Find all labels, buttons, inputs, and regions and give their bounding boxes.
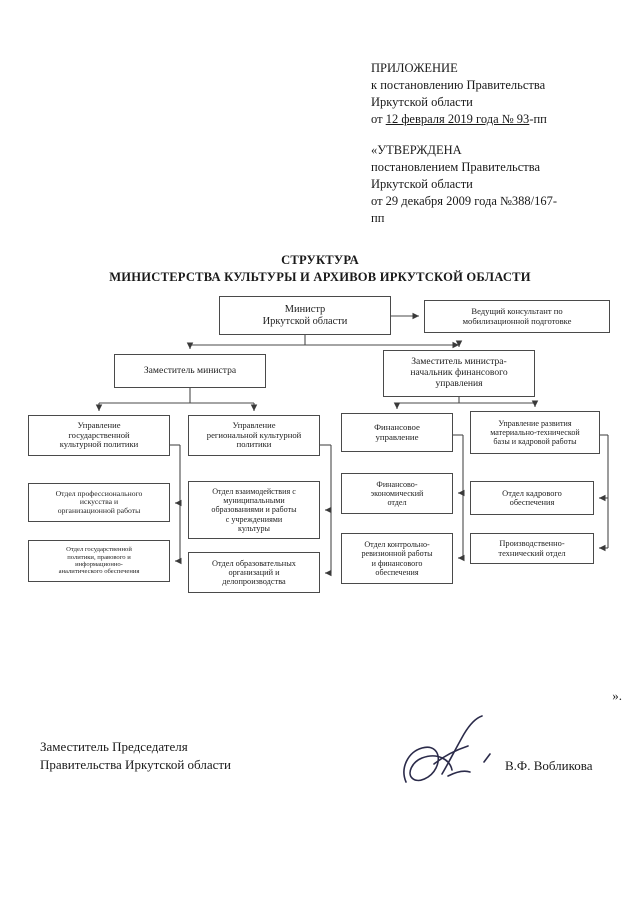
node-deputy-minister-finance-label: Заместитель министра-начальник финансово…: [410, 356, 508, 389]
header-line-approved: «УТВЕРЖДЕНА: [371, 143, 462, 157]
header-line-approved-date-cont: пп: [371, 211, 385, 225]
document-header: ПРИЛОЖЕНИЕ к постановлению Правительства…: [371, 60, 621, 227]
page-title-line2: МИНИСТЕРСТВА КУЛЬТУРЫ И АРХИВОВ ИРКУТСКО…: [109, 270, 531, 284]
node-dept-production-technical-label: Производственно-технический отдел: [498, 539, 566, 558]
node-dept-production-technical[interactable]: Производственно-технический отдел: [470, 533, 594, 564]
handwritten-signature: [403, 715, 491, 783]
header-line-appendix: ПРИЛОЖЕНИЕ: [371, 61, 458, 75]
closing-quote: ».: [612, 688, 622, 703]
header-line-approved-date: от 29 декабря 2009 года №388/167-: [371, 194, 558, 208]
node-deputy-minister[interactable]: Заместитель министра: [114, 354, 266, 388]
header-line-approved-region: Иркутской области: [371, 177, 473, 191]
header-line-resolution: к постановлению Правительства: [371, 78, 546, 92]
signer-name: В.Ф. Вобликова: [505, 758, 593, 773]
header-spacer: [371, 128, 621, 142]
header-line-approved-by: постановлением Правительства: [371, 160, 541, 174]
header-line-region: Иркутской области: [371, 95, 473, 109]
node-deputy-minister-finance[interactable]: Заместитель министра-начальник финансово…: [383, 350, 535, 397]
signer-title-line2: Правительства Иркутской области: [40, 757, 232, 772]
signer-title-line1: Заместитель Председателя: [40, 739, 188, 754]
date-prefix: от: [371, 112, 386, 126]
node-deputy-minister-label: Заместитель министра: [143, 364, 237, 376]
signer-title: Заместитель Председателя Правительства И…: [40, 738, 231, 774]
date-suffix: -пп: [529, 112, 547, 126]
date-underlined: 12 февраля 2019 года № 93: [385, 112, 530, 126]
page-title-line1: СТРУКТУРА: [281, 253, 359, 267]
org-chart-connectors: [95, 312, 609, 577]
header-line-date: от 12 февраля 2019 года № 93-пп: [371, 111, 621, 128]
page-title: СТРУКТУРА МИНИСТЕРСТВА КУЛЬТУРЫ И АРХИВО…: [0, 252, 640, 286]
